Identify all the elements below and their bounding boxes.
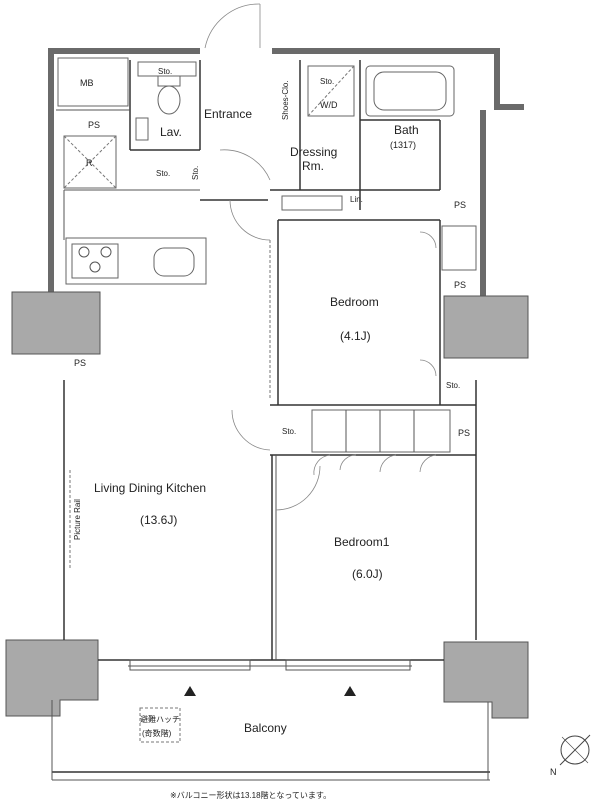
label-sto-kitchen: Sto. [156, 169, 170, 178]
label-lin: Lin. [350, 195, 363, 204]
label-ps-top-left: PS [88, 120, 100, 130]
windows [129, 659, 411, 696]
label-dressing-2: Rm. [302, 159, 324, 173]
label-hatch-1: 避難ハッチ [140, 714, 180, 724]
label-bedroom1: Bedroom1 [334, 535, 390, 549]
label-entrance: Entrance [204, 107, 252, 121]
interior-walls [56, 60, 477, 667]
column-right-lower [443, 641, 529, 719]
label-ps-right-1: PS [454, 200, 466, 210]
label-ps-left: PS [74, 358, 86, 368]
label-wd: W/D [320, 100, 338, 110]
balcony-railing [51, 700, 490, 781]
label-dressing-1: Dressing [290, 145, 337, 159]
label-sto-wd: Sto. [320, 77, 334, 86]
label-sto-entry: Sto. [191, 166, 200, 180]
compass-icon [560, 735, 590, 765]
label-picture-rail: Picture Rail [73, 499, 82, 540]
window-arrow-right-icon [344, 686, 356, 696]
label-bedroom1-size: (6.0J) [352, 567, 383, 581]
label-bath: Bath [394, 123, 419, 137]
label-refrigerator: R [86, 158, 93, 168]
fixtures [57, 57, 477, 743]
column-left-upper [11, 291, 101, 355]
label-ldk-size: (13.6J) [140, 513, 177, 527]
column-right-upper [443, 295, 529, 359]
label-ldk: Living Dining Kitchen [94, 481, 206, 495]
label-shoes-closet: Shoes-Clo. [281, 80, 290, 120]
label-ps-right-2: PS [454, 280, 466, 290]
structural-columns [5, 291, 529, 719]
label-balcony: Balcony [244, 721, 287, 735]
label-bath-size: (1317) [390, 140, 416, 150]
label-mb: MB [80, 78, 94, 88]
label-hatch-2: (奇数階) [142, 728, 172, 738]
door-swings [204, 3, 437, 511]
label-ps-right-3: PS [458, 428, 470, 438]
label-lav: Lav. [160, 125, 182, 139]
column-left-lower [5, 639, 99, 717]
label-sto-bed-right: Sto. [446, 381, 460, 390]
label-sto-top: Sto. [158, 67, 172, 76]
compass-label: N [550, 767, 557, 777]
label-bedroom: Bedroom [330, 295, 379, 309]
label-bedroom-size: (4.1J) [340, 329, 371, 343]
label-sto-mid: Sto. [282, 427, 296, 436]
exterior-walls [48, 48, 524, 300]
compass: N [550, 734, 591, 777]
label-footnote: ※バルコニー形状は13.18階となっています。 [170, 790, 331, 800]
room-labels: MB Sto. Lav. Entrance Shoes-Clo. Sto. W/… [73, 67, 470, 800]
window-arrow-left-icon [184, 686, 196, 696]
